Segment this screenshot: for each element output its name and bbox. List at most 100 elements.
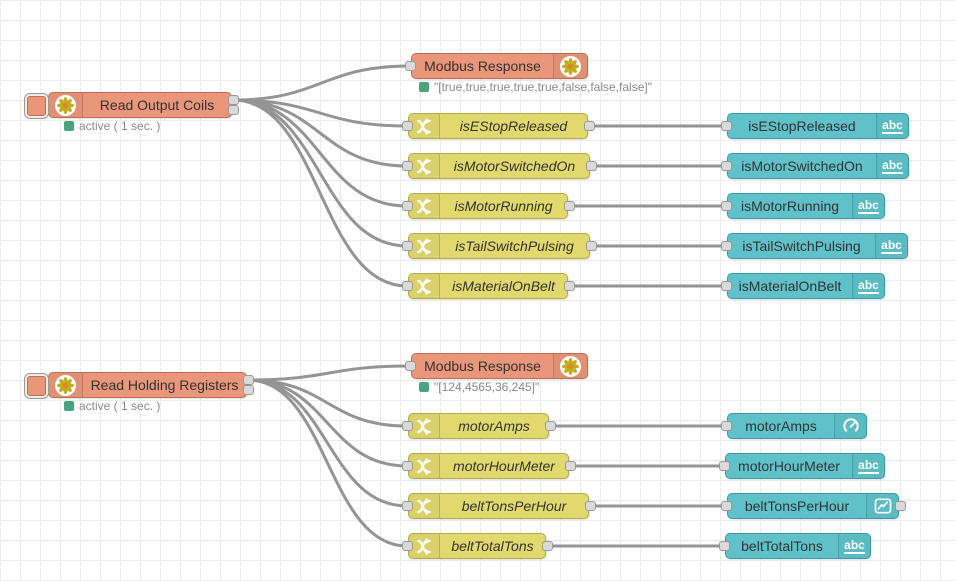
output-port[interactable] bbox=[563, 281, 575, 291]
output-port[interactable] bbox=[242, 375, 254, 385]
abc-text-icon: abc bbox=[875, 234, 907, 258]
input-port[interactable] bbox=[401, 121, 413, 131]
output-port[interactable] bbox=[564, 461, 576, 471]
output-port[interactable] bbox=[242, 385, 254, 395]
change-swap-icon bbox=[409, 194, 440, 218]
input-port[interactable] bbox=[720, 201, 732, 211]
output-port[interactable] bbox=[541, 541, 553, 551]
change-swap-icon bbox=[409, 494, 440, 518]
node-label: motorAmps bbox=[745, 418, 817, 434]
output-port[interactable] bbox=[584, 501, 596, 511]
wire[interactable] bbox=[231, 98, 409, 128]
wire[interactable] bbox=[231, 98, 409, 208]
input-port[interactable] bbox=[720, 161, 732, 171]
change-swap-icon bbox=[409, 414, 440, 438]
change-swap-icon bbox=[409, 454, 440, 478]
input-port[interactable] bbox=[401, 501, 413, 511]
input-port[interactable] bbox=[404, 61, 416, 71]
input-port[interactable] bbox=[401, 201, 413, 211]
status-text: "[124,4565,36,245]" bbox=[434, 380, 540, 394]
node-modbus-response-registers[interactable]: Modbus Response bbox=[411, 353, 588, 379]
node-change-isMotorRunning[interactable]: isMotorRunning bbox=[408, 193, 568, 219]
node-ui-beltTonsPerHour[interactable]: beltTonsPerHour bbox=[727, 493, 899, 519]
output-port[interactable] bbox=[583, 121, 595, 131]
wire[interactable] bbox=[231, 98, 409, 248]
input-port[interactable] bbox=[401, 161, 413, 171]
wire[interactable] bbox=[231, 98, 409, 288]
node-label: Read Holding Registers bbox=[90, 377, 239, 393]
input-port[interactable] bbox=[720, 121, 732, 131]
wire[interactable] bbox=[231, 64, 412, 102]
node-label: isMaterialOnBelt bbox=[738, 278, 842, 294]
node-ui-isTailSwitchPulsing[interactable]: isTailSwitchPulsing abc bbox=[727, 233, 908, 259]
node-label: isTailSwitchPulsing bbox=[742, 238, 861, 254]
input-port[interactable] bbox=[401, 461, 413, 471]
wire[interactable] bbox=[231, 98, 409, 168]
output-port[interactable] bbox=[227, 95, 239, 105]
input-port[interactable] bbox=[718, 461, 730, 471]
node-label: isTailSwitchPulsing bbox=[455, 238, 574, 254]
input-port[interactable] bbox=[718, 541, 730, 551]
output-port[interactable] bbox=[585, 241, 597, 251]
wire[interactable] bbox=[246, 378, 409, 508]
inject-button-fill bbox=[27, 96, 46, 116]
node-read-output-coils[interactable]: Read Output Coils bbox=[48, 92, 232, 118]
input-port[interactable] bbox=[720, 241, 732, 251]
gauge-icon bbox=[834, 414, 866, 438]
input-port[interactable] bbox=[401, 541, 413, 551]
node-ui-motorAmps[interactable]: motorAmps bbox=[727, 413, 867, 439]
input-port[interactable] bbox=[404, 361, 416, 371]
output-port[interactable] bbox=[585, 161, 597, 171]
abc-text-icon: abc bbox=[838, 534, 870, 558]
input-port[interactable] bbox=[720, 501, 732, 511]
node-label: Read Output Coils bbox=[99, 97, 215, 113]
input-port[interactable] bbox=[401, 241, 413, 251]
modbus-flower-icon bbox=[553, 354, 587, 378]
node-label: Modbus Response bbox=[424, 58, 541, 74]
node-modbus-response-coils[interactable]: Modbus Response bbox=[411, 53, 588, 79]
modbus-icon-circle bbox=[55, 374, 76, 396]
node-label: isMotorSwitchedOn bbox=[453, 158, 576, 174]
node-change-isTailSwitchPulsing[interactable]: isTailSwitchPulsing bbox=[408, 233, 590, 259]
input-port[interactable] bbox=[720, 421, 732, 431]
node-change-motorHourMeter[interactable]: motorHourMeter bbox=[408, 453, 569, 479]
chart-line-icon bbox=[866, 494, 898, 518]
node-change-beltTotalTons[interactable]: beltTotalTons bbox=[408, 533, 546, 559]
inject-button[interactable] bbox=[24, 373, 49, 399]
node-change-isEStopReleased[interactable]: isEStopReleased bbox=[408, 113, 588, 139]
output-port[interactable] bbox=[227, 105, 239, 115]
output-port[interactable] bbox=[563, 201, 575, 211]
node-read-holding-registers[interactable]: Read Holding Registers bbox=[48, 372, 247, 398]
change-swap-icon bbox=[409, 274, 440, 298]
output-port[interactable] bbox=[544, 421, 556, 431]
wire[interactable] bbox=[246, 378, 409, 468]
wire[interactable] bbox=[246, 378, 409, 548]
change-swap-icon bbox=[409, 154, 440, 178]
node-label: beltTotalTons bbox=[741, 538, 823, 554]
wire[interactable] bbox=[246, 378, 409, 428]
status-text: active ( 1 sec. ) bbox=[79, 119, 161, 133]
wire[interactable] bbox=[246, 364, 412, 382]
node-ui-isEStopReleased[interactable]: isEStopReleased abc bbox=[727, 113, 909, 139]
output-port[interactable] bbox=[894, 501, 906, 511]
modbus-flower-icon bbox=[49, 373, 83, 397]
node-change-isMaterialOnBelt[interactable]: isMaterialOnBelt bbox=[408, 273, 568, 299]
node-change-beltTonsPerHour[interactable]: beltTonsPerHour bbox=[408, 493, 589, 519]
node-change-isMotorSwitchedOn[interactable]: isMotorSwitchedOn bbox=[408, 153, 590, 179]
node-change-motorAmps[interactable]: motorAmps bbox=[408, 413, 549, 439]
abc-text-icon: abc bbox=[882, 117, 903, 134]
input-port[interactable] bbox=[401, 281, 413, 291]
inject-button[interactable] bbox=[24, 93, 49, 119]
status-text: active ( 1 sec. ) bbox=[79, 399, 161, 413]
input-port[interactable] bbox=[401, 421, 413, 431]
input-port[interactable] bbox=[720, 281, 732, 291]
node-label: beltTonsPerHour bbox=[744, 498, 850, 514]
node-label: isEStopReleased bbox=[748, 118, 856, 134]
node-ui-beltTotalTons[interactable]: beltTotalTons abc bbox=[725, 533, 871, 559]
status-dot-icon bbox=[419, 382, 429, 392]
